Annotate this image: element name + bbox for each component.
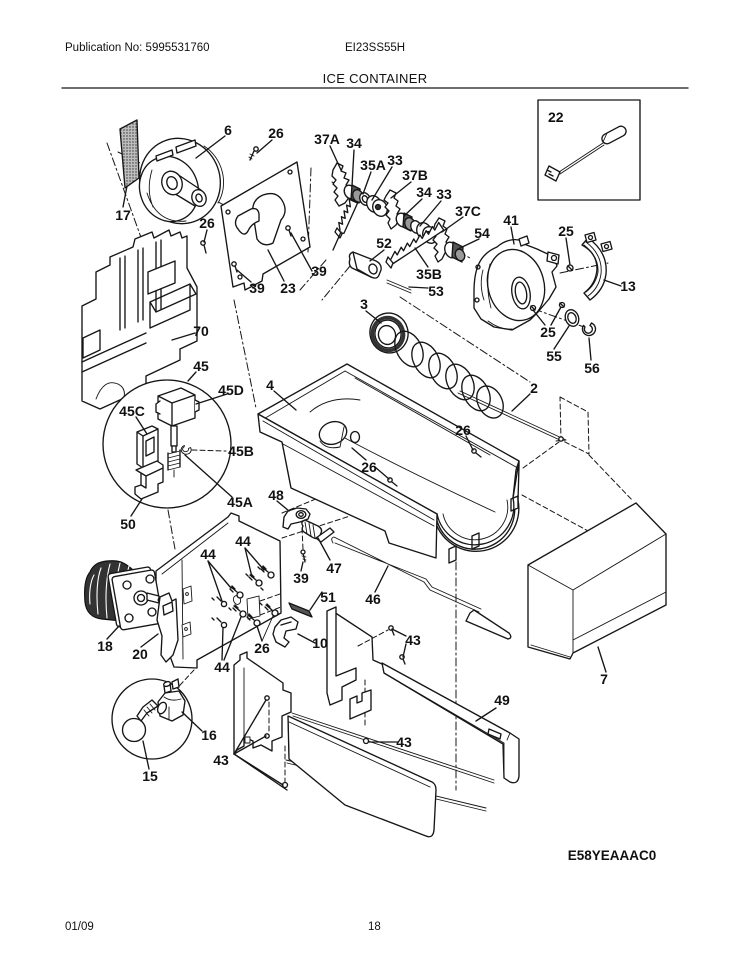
svg-text:22: 22 bbox=[548, 109, 564, 125]
svg-text:45: 45 bbox=[193, 358, 209, 374]
svg-text:26: 26 bbox=[199, 215, 215, 231]
svg-text:53: 53 bbox=[428, 283, 444, 299]
svg-text:44: 44 bbox=[235, 533, 251, 549]
svg-text:50: 50 bbox=[120, 516, 136, 532]
svg-text:43: 43 bbox=[405, 632, 421, 648]
svg-text:35A: 35A bbox=[360, 157, 386, 173]
svg-text:13: 13 bbox=[620, 278, 636, 294]
svg-text:10: 10 bbox=[312, 635, 328, 651]
svg-text:45D: 45D bbox=[218, 382, 244, 398]
svg-text:54: 54 bbox=[474, 225, 490, 241]
svg-text:39: 39 bbox=[311, 263, 327, 279]
svg-text:34: 34 bbox=[416, 184, 432, 200]
svg-text:6: 6 bbox=[224, 122, 232, 138]
svg-text:45C: 45C bbox=[119, 403, 145, 419]
svg-text:01/09: 01/09 bbox=[65, 921, 94, 933]
svg-text:26: 26 bbox=[254, 640, 270, 656]
svg-text:55: 55 bbox=[546, 348, 562, 364]
svg-text:18: 18 bbox=[97, 638, 113, 654]
svg-text:4: 4 bbox=[266, 377, 274, 393]
svg-text:37C: 37C bbox=[455, 203, 481, 219]
svg-text:44: 44 bbox=[200, 546, 216, 562]
svg-text:41: 41 bbox=[503, 212, 519, 228]
svg-text:20: 20 bbox=[132, 646, 148, 662]
svg-text:26: 26 bbox=[268, 125, 284, 141]
svg-text:16: 16 bbox=[201, 727, 217, 743]
svg-text:49: 49 bbox=[494, 692, 510, 708]
svg-text:3: 3 bbox=[360, 296, 368, 312]
svg-text:56: 56 bbox=[584, 360, 600, 376]
svg-text:47: 47 bbox=[326, 560, 342, 576]
svg-text:7: 7 bbox=[600, 671, 608, 687]
svg-text:33: 33 bbox=[436, 186, 452, 202]
svg-text:52: 52 bbox=[376, 235, 392, 251]
svg-text:45A: 45A bbox=[227, 494, 253, 510]
svg-text:45B: 45B bbox=[228, 443, 254, 459]
svg-text:2: 2 bbox=[530, 380, 538, 396]
svg-text:39: 39 bbox=[249, 280, 265, 296]
svg-text:EI23SS55H: EI23SS55H bbox=[345, 42, 405, 54]
svg-text:18: 18 bbox=[368, 921, 381, 933]
svg-text:70: 70 bbox=[193, 323, 209, 339]
svg-text:37B: 37B bbox=[402, 167, 428, 183]
svg-text:17: 17 bbox=[115, 207, 131, 223]
svg-text:43: 43 bbox=[396, 734, 412, 750]
svg-text:26: 26 bbox=[455, 422, 471, 438]
svg-text:15: 15 bbox=[142, 768, 158, 784]
svg-text:51: 51 bbox=[320, 589, 336, 605]
svg-text:Publication No: 5995531760: Publication No: 5995531760 bbox=[65, 42, 210, 54]
svg-text:37A: 37A bbox=[314, 131, 340, 147]
svg-text:35B: 35B bbox=[416, 266, 442, 282]
svg-text:26: 26 bbox=[361, 459, 377, 475]
svg-text:25: 25 bbox=[558, 223, 574, 239]
svg-text:25: 25 bbox=[540, 324, 556, 340]
svg-text:39: 39 bbox=[293, 570, 309, 586]
svg-text:34: 34 bbox=[346, 135, 362, 151]
svg-text:48: 48 bbox=[268, 487, 284, 503]
svg-text:43: 43 bbox=[213, 752, 229, 768]
svg-text:33: 33 bbox=[387, 152, 403, 168]
svg-text:E58YEAAAC0: E58YEAAAC0 bbox=[568, 848, 657, 863]
svg-text:44: 44 bbox=[214, 659, 230, 675]
svg-text:46: 46 bbox=[365, 591, 381, 607]
svg-text:23: 23 bbox=[280, 280, 296, 296]
svg-text:ICE CONTAINER: ICE CONTAINER bbox=[323, 71, 428, 86]
